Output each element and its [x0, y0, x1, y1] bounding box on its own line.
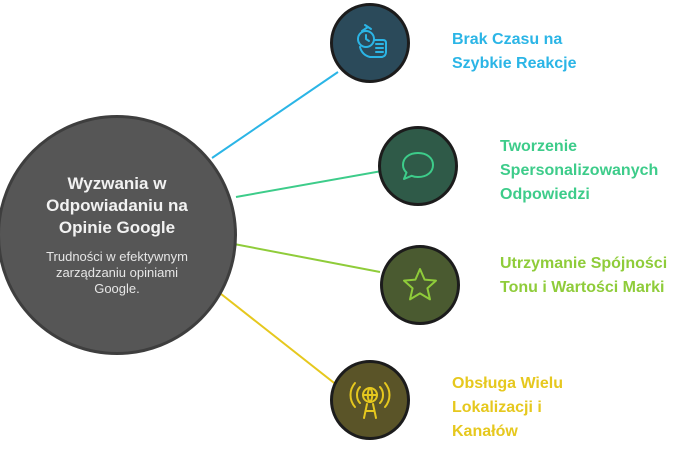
- label-utrzymanie: Utrzymanie Spójności Tonu i Wartości Mar…: [500, 255, 668, 296]
- connector-line-3: [233, 243, 381, 273]
- star-icon: [403, 268, 437, 301]
- fist-stopwatch-icon: [357, 24, 387, 58]
- node-brak-czasu: [330, 3, 410, 83]
- center-hub: Wyzwania w Odpowiadaniu na Opinie Google…: [0, 115, 237, 355]
- label-brak-czasu: Brak Czasu na Szybkie Reakcje: [452, 31, 577, 72]
- center-description: Trudności w efektywnym zarządzaniu opini…: [46, 249, 188, 296]
- broadcast-tower-icon: [349, 382, 391, 419]
- connector-line-1: [211, 71, 339, 159]
- connector-line-4: [215, 289, 339, 387]
- label-obsluga: Obsługa Wielu Lokalizacji i Kanałów: [452, 375, 563, 440]
- label-tworzenie: Tworzenie Spersonalizowanych Odpowiedzi: [500, 138, 659, 203]
- node-tworzenie: [378, 126, 458, 206]
- node-utrzymanie: [380, 245, 460, 325]
- connector-line-2: [235, 170, 383, 198]
- speech-bubble-icon: [402, 152, 434, 180]
- node-obsluga: [330, 360, 410, 440]
- center-title: Wyzwania w Odpowiadaniu na Opinie Google: [46, 174, 188, 237]
